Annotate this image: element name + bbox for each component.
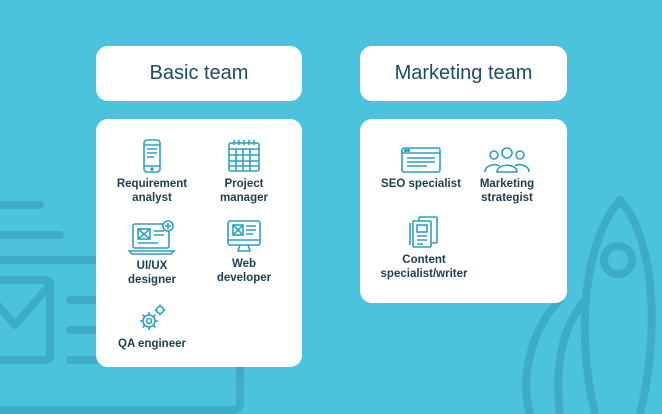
role-marketing-strategist: Marketing strategist bbox=[447, 145, 567, 205]
role-label: Content specialist/writer bbox=[380, 254, 468, 280]
role-label: Requirement analyst bbox=[116, 178, 188, 204]
role-content-specialist-writer: Content specialist/writer bbox=[364, 215, 484, 281]
role-requirement-analyst: Requirement analyst bbox=[92, 139, 212, 205]
laptop-design-icon bbox=[128, 220, 176, 255]
gears-icon bbox=[140, 304, 166, 330]
role-label: Project manager bbox=[220, 178, 268, 204]
role-label: Web developer bbox=[216, 258, 272, 284]
calendar-icon bbox=[228, 140, 260, 172]
phone-icon bbox=[143, 139, 161, 173]
monitor-icon bbox=[227, 220, 261, 252]
basic-team-roles-card: Requirement analyst Project manager bbox=[96, 119, 302, 367]
role-label: QA engineer bbox=[118, 338, 186, 350]
basic-team-title: Basic team bbox=[149, 62, 249, 84]
role-label: UI/UX designer bbox=[128, 260, 176, 286]
marketing-team-roles-card: SEO specialist Marketing strategist bbox=[360, 119, 567, 303]
marketing-team-title-card: Marketing team bbox=[360, 46, 567, 101]
marketing-team-title: Marketing team bbox=[394, 62, 533, 84]
basic-team-title-card: Basic team bbox=[96, 46, 302, 101]
role-qa-engineer: QA engineer bbox=[92, 303, 212, 351]
people-group-icon bbox=[484, 147, 530, 173]
role-web-developer: Web developer bbox=[184, 219, 304, 285]
role-seo-specialist: SEO specialist bbox=[361, 147, 481, 191]
role-label: Marketing strategist bbox=[479, 178, 535, 204]
role-ui-ux-designer: UI/UX designer bbox=[92, 219, 212, 287]
role-project-manager: Project manager bbox=[184, 139, 304, 205]
documents-icon bbox=[409, 216, 438, 248]
browser-window-icon bbox=[401, 147, 441, 173]
role-label: SEO specialist bbox=[381, 178, 461, 190]
